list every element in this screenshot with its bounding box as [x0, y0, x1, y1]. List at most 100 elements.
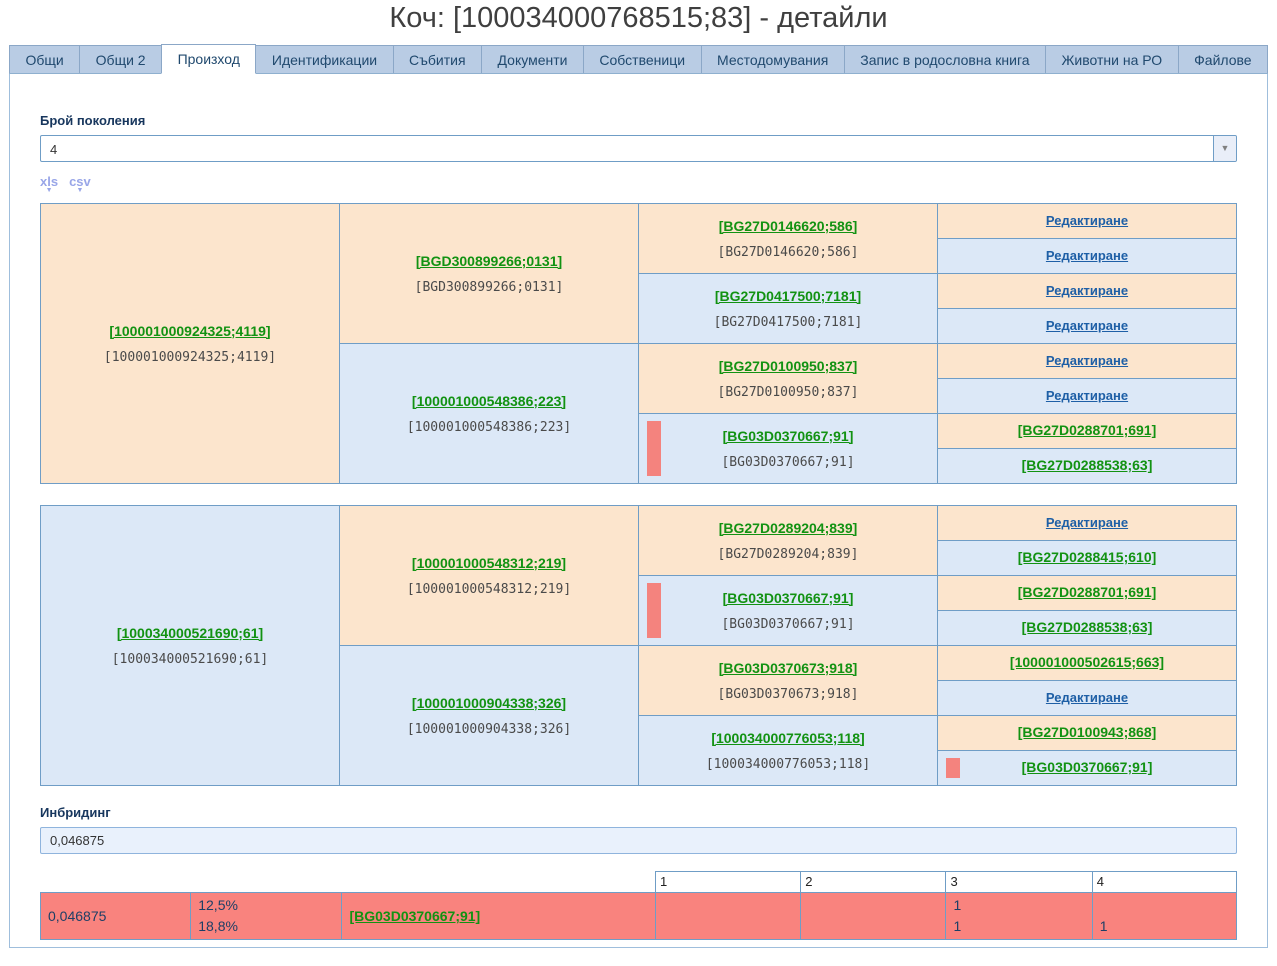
animal-link[interactable]: [100034000521690;61] [116, 624, 264, 641]
tab-9[interactable]: Запис в родословна книга [843, 45, 1047, 73]
inbreeding-marker [647, 583, 661, 638]
tab-7[interactable]: Собственици [582, 45, 702, 73]
pedigree-cell: [BGD300899266;0131][BGD300899266;0131] [339, 203, 639, 344]
generations-select[interactable]: 4 ▼ [40, 135, 1237, 162]
animal-id-text: [BG27D0100950;837] [717, 384, 859, 400]
edit-link[interactable]: Редактиране [1045, 213, 1129, 228]
dropdown-button[interactable]: ▼ [1213, 136, 1236, 161]
animal-link[interactable]: [BG03D0370667;91] [722, 589, 854, 606]
animal-link[interactable]: [100001000924325;4119] [109, 322, 271, 339]
download-arrow-icon: ▼ [76, 187, 84, 194]
animal-link[interactable]: [BG03D0370667;91] [349, 908, 481, 924]
generations-value: 4 [50, 142, 58, 157]
pedigree-cell: [BG03D0370667;91] [BG03D0370667;91] [638, 575, 938, 646]
edit-link[interactable]: Редактиране [1045, 283, 1129, 298]
animal-link[interactable]: [100034000776053;118] [711, 729, 865, 746]
generation-column-header: 2 [800, 871, 947, 893]
animal-link[interactable]: [BG27D0288538;63] [1021, 457, 1153, 473]
animal-link[interactable]: [BG27D0289204;839] [718, 519, 858, 536]
animal-link[interactable]: [BG27D0417500;7181] [714, 287, 862, 304]
pedigree-cell: [100034000776053;118] [100034000776053;11… [638, 715, 938, 786]
tab-3[interactable]: Произход [161, 44, 257, 74]
pedigree-cell: Редактиране [937, 308, 1237, 344]
edit-link[interactable]: Редактиране [1045, 353, 1129, 368]
table-gap [40, 484, 1237, 499]
count-line [808, 916, 938, 937]
export-xls-link[interactable]: xls ▼ [40, 175, 58, 197]
generation-count-cell [800, 892, 947, 940]
animal-id-text: [BG03D0370673;918] [717, 686, 859, 702]
animal-link[interactable]: [BGD300899266;0131] [415, 252, 563, 269]
pedigree-cell: Редактиране [937, 238, 1237, 274]
export-csv-label: csv [69, 174, 91, 189]
tab-8[interactable]: Местодомувания [700, 45, 845, 73]
edit-link[interactable]: Редактиране [1045, 318, 1129, 333]
count-line [808, 895, 938, 916]
pedigree-cell: Редактиране [937, 203, 1237, 239]
animal-link[interactable]: [BG27D0288701;691] [1017, 584, 1157, 600]
pedigree-section: [100001000924325;4119][100001000924325;4… [40, 203, 1237, 786]
pedigree-row: Редактиране [41, 680, 1237, 716]
edit-link[interactable]: Редактиране [1045, 515, 1129, 530]
edit-link[interactable]: Редактиране [1045, 248, 1129, 263]
inbreeding-input[interactable]: 0,046875 [40, 827, 1237, 854]
pedigree-cell: [100001000924325;4119][100001000924325;4… [40, 203, 340, 484]
pedigree-cell: [100001000502615;663] [937, 645, 1237, 681]
animal-link[interactable]: [BG03D0370667;91] [1021, 759, 1153, 775]
pedigree-cell: Редактиране [937, 505, 1237, 541]
tab-11[interactable]: Файлове [1177, 45, 1269, 73]
pedigree-cell: [BG27D0100943;868] [937, 715, 1237, 751]
inbreeding-marker [946, 758, 960, 778]
edit-link[interactable]: Редактиране [1045, 690, 1129, 705]
generation-count-cell: 1 [1091, 892, 1238, 940]
animal-link[interactable]: [100001000548312;219] [411, 554, 567, 571]
tab-5[interactable]: Събития [392, 45, 483, 73]
pedigree-cell: [BG27D0417500;7181][BG27D0417500;7181] [638, 273, 938, 344]
pedigree-table-1: [100001000924325;4119][100001000924325;4… [40, 203, 1237, 484]
pedigree-cell: [100001000904338;326][100001000904338;32… [339, 645, 639, 786]
tab-4[interactable]: Идентификации [255, 45, 394, 73]
inbreeding-value: 0,046875 [50, 833, 105, 848]
animal-id-text: [BG03D0370667;91] [721, 616, 855, 632]
animal-link[interactable]: [BG27D0146620;586] [718, 217, 858, 234]
animal-link[interactable]: [BG27D0288701;691] [1017, 422, 1157, 438]
animal-link[interactable]: [100001000904338;326] [411, 694, 567, 711]
edit-link[interactable]: Редактиране [1045, 388, 1129, 403]
animal-id-text: [100001000548386;223] [406, 419, 572, 435]
pedigree-row: [100001000924325;4119][100001000924325;4… [40, 203, 1237, 484]
percent-line: 18,8% [198, 918, 238, 934]
animal-link[interactable]: [BG27D0288538;63] [1021, 619, 1153, 635]
chevron-down-icon: ▼ [1220, 143, 1230, 153]
pedigree-row: Редактиране [41, 378, 1237, 414]
count-line: 1 [1099, 918, 1108, 934]
animal-link[interactable]: [BG03D0370667;91] [722, 427, 854, 444]
animal-link[interactable]: [100001000502615;663] [1009, 654, 1165, 670]
animal-id-text: [100001000548312;219] [406, 581, 572, 597]
animal-link[interactable]: [BG27D0288415;610] [1017, 549, 1157, 565]
export-links: xls ▼ csv ▼ [40, 174, 1237, 197]
tab-6[interactable]: Документи [481, 45, 584, 73]
tab-2[interactable]: Общи 2 [79, 45, 163, 73]
tab-10[interactable]: Животни на РО [1045, 45, 1179, 73]
pedigree-cell: [100001000548312;219] [100001000548312;21… [339, 505, 639, 646]
percent-line: 12,5% [198, 897, 238, 913]
animal-link[interactable]: [BG27D0100950;837] [718, 357, 858, 374]
pedigree-row: [BG27D0288538;63] [41, 610, 1237, 646]
pedigree-cell: [BG27D0289204;839][BG27D0289204;839] [638, 505, 938, 576]
animal-link[interactable]: [100001000548386;223] [411, 392, 567, 409]
animal-link[interactable]: [BG27D0100943;868] [1017, 724, 1157, 740]
pedigree-row: [BG03D0370667;91] [41, 750, 1237, 786]
tab-1[interactable]: Общи [9, 45, 81, 73]
export-csv-link[interactable]: csv ▼ [69, 174, 91, 197]
count-line [663, 916, 793, 937]
pedigree-cell: [BG03D0370667;91] [937, 750, 1237, 786]
animal-id-text: [100034000776053;118] [705, 756, 871, 772]
animal-link[interactable]: [BG03D0370673;918] [718, 659, 858, 676]
inbreeding-label: Инбридинг [40, 805, 111, 820]
generation-count-cell [655, 892, 802, 940]
pedigree-cell: Редактиране [937, 343, 1237, 379]
pedigree-cell: [100034000521690;61][100034000521690;61] [40, 505, 340, 786]
